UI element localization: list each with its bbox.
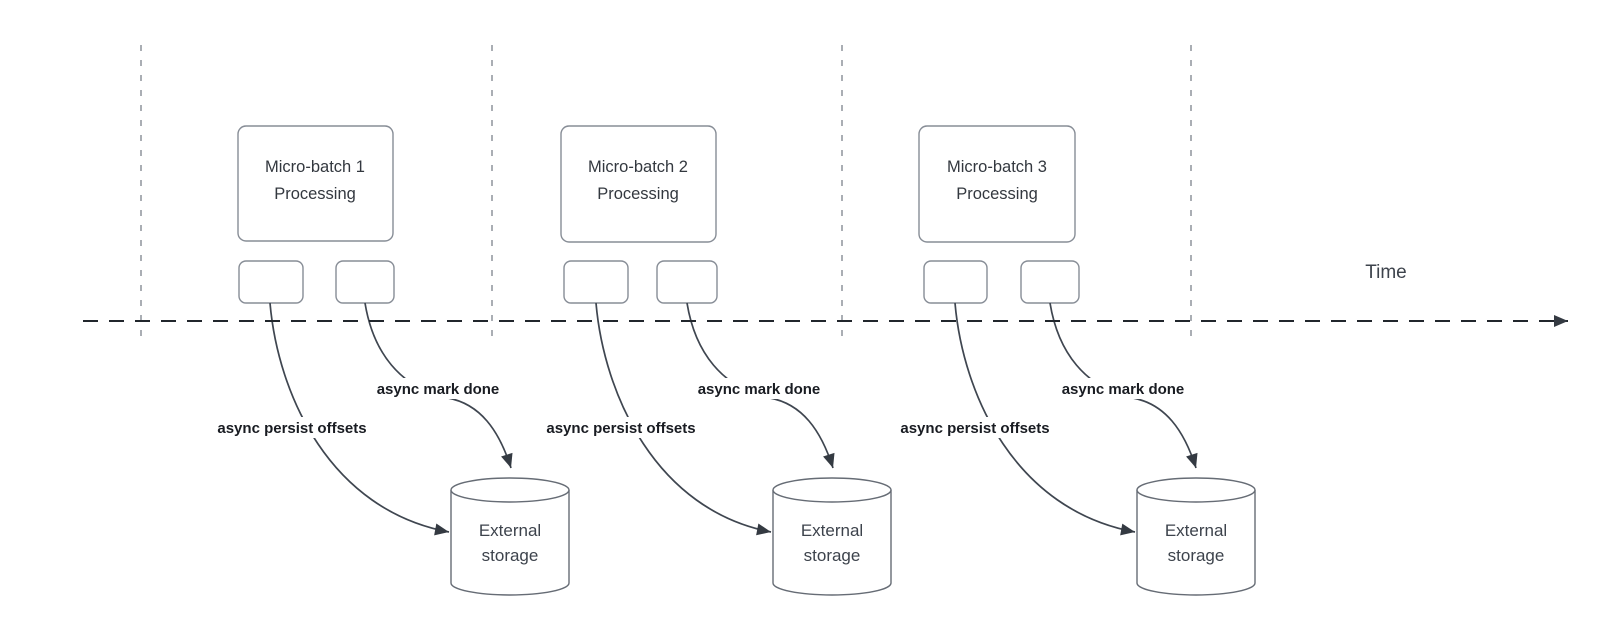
mark-done-label-2: async mark done bbox=[698, 381, 821, 398]
storage-title-line2-3: storage bbox=[1168, 546, 1225, 565]
external-storage-cylinder-3: External storage bbox=[1136, 477, 1256, 596]
microbatch-1-markdone-task-box bbox=[335, 260, 395, 304]
microbatch-3-markdone-task-box bbox=[1020, 260, 1080, 304]
cylinder-body-2 bbox=[772, 490, 892, 596]
mark-done-label-1: async mark done bbox=[377, 381, 500, 398]
cylinder-body-3 bbox=[1136, 490, 1256, 596]
microbatch-3-title-line1: Micro-batch 3 bbox=[947, 158, 1047, 176]
storage-title-line2-1: storage bbox=[482, 546, 539, 565]
cylinder-top-3 bbox=[1136, 477, 1256, 503]
persist-offsets-label-bg-1 bbox=[200, 417, 384, 438]
persist-offsets-label-bg-3 bbox=[883, 417, 1067, 438]
persist-offsets-label-bg-2 bbox=[529, 417, 713, 438]
cylinder-top-2 bbox=[772, 477, 892, 503]
persist-offsets-edge-3 bbox=[954, 302, 1136, 536]
microbatch-1-title-line2: Processing bbox=[274, 185, 356, 203]
storage-title-line1-3: External bbox=[1165, 521, 1227, 540]
mark-done-label-bg-2 bbox=[684, 378, 834, 399]
microbatch-1-persist-task-box bbox=[238, 260, 304, 304]
microbatch-3-persist-task-box bbox=[923, 260, 988, 304]
microbatch-2-box bbox=[560, 125, 717, 243]
persist-offsets-label-3: async persist offsets bbox=[900, 420, 1049, 437]
microbatch-3-title-line2: Processing bbox=[956, 185, 1038, 203]
microbatch-2-title-line1: Micro-batch 2 bbox=[588, 158, 688, 176]
persist-offsets-edge-1 bbox=[269, 302, 450, 536]
cylinder-body-1 bbox=[450, 490, 570, 596]
microbatch-2-title-line2: Processing bbox=[597, 185, 679, 203]
persist-offsets-label-2: async persist offsets bbox=[546, 420, 695, 437]
mark-done-label-bg-3 bbox=[1048, 378, 1198, 399]
microbatch-group-3: Micro-batch 3 Processing async persist o… bbox=[883, 125, 1256, 596]
storage-title-line2-2: storage bbox=[804, 546, 861, 565]
mark-done-label-bg-1 bbox=[363, 378, 513, 399]
microbatch-group-2: Micro-batch 2 Processing async persist o… bbox=[529, 125, 892, 596]
storage-title-line1-1: External bbox=[479, 521, 541, 540]
persist-offsets-edge-2 bbox=[595, 302, 772, 536]
storage-title-line1-2: External bbox=[801, 521, 863, 540]
persist-offsets-label-1: async persist offsets bbox=[217, 420, 366, 437]
cylinder-top-1 bbox=[450, 477, 570, 503]
microbatch-1-box bbox=[237, 125, 394, 242]
microbatch-group-1: Micro-batch 1 Processing async persist o… bbox=[200, 125, 570, 596]
microbatch-2-markdone-task-box bbox=[656, 260, 718, 304]
external-storage-cylinder-1: External storage bbox=[450, 477, 570, 596]
microbatch-2-persist-task-box bbox=[563, 260, 629, 304]
microbatch-3-box bbox=[918, 125, 1076, 243]
microbatch-1-title-line1: Micro-batch 1 bbox=[265, 158, 365, 176]
mark-done-label-3: async mark done bbox=[1062, 381, 1185, 398]
external-storage-cylinder-2: External storage bbox=[772, 477, 892, 596]
time-axis-label: Time bbox=[1365, 262, 1407, 283]
